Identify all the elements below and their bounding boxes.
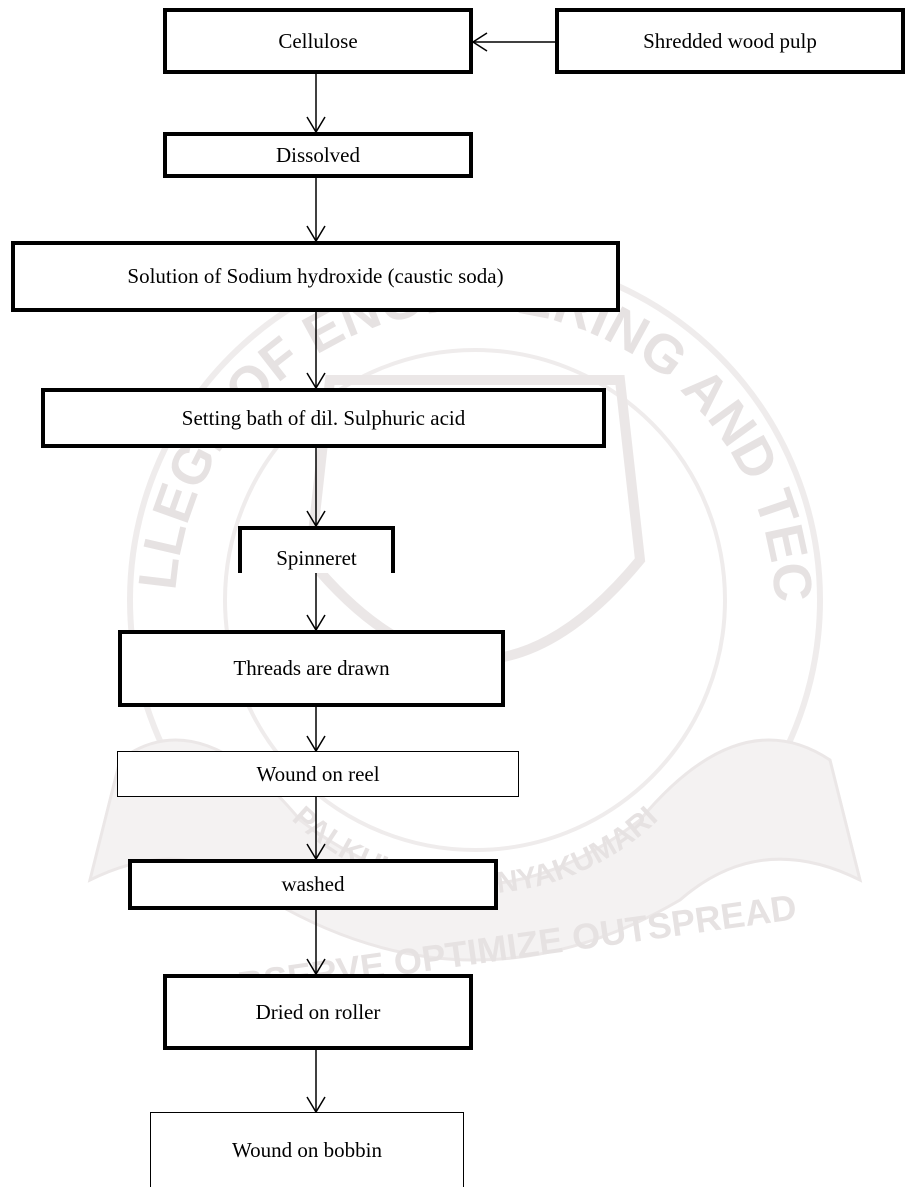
step-wound-on-bobbin: Wound on bobbin <box>150 1112 464 1187</box>
step-setting-bath: Setting bath of dil. Sulphuric acid <box>41 388 606 448</box>
step-washed: washed <box>128 859 498 910</box>
side-input-label: Shredded wood pulp <box>643 28 817 53</box>
side-input-box: Shredded wood pulp <box>555 8 905 74</box>
step-wound-on-reel: Wound on reel <box>117 751 519 797</box>
step-sodium-hydroxide-solution: Solution of Sodium hydroxide (caustic so… <box>11 241 620 312</box>
step-label: Threads are drawn <box>233 656 390 680</box>
step-label: Solution of Sodium hydroxide (caustic so… <box>127 264 504 288</box>
step-spinneret: Spinneret <box>238 526 395 573</box>
step-label: washed <box>281 872 345 896</box>
step-label: Dissolved <box>276 142 360 167</box>
step-label: Wound on bobbin <box>232 1137 382 1162</box>
step-threads-drawn: Threads are drawn <box>118 630 505 707</box>
step-cellulose: Cellulose <box>163 8 473 74</box>
step-label: Wound on reel <box>256 761 380 786</box>
step-label: Spinneret <box>276 546 357 570</box>
step-label: Setting bath of dil. Sulphuric acid <box>181 405 466 430</box>
step-label: Dried on roller <box>255 999 381 1024</box>
step-label: Cellulose <box>278 28 358 53</box>
step-dried-on-roller: Dried on roller <box>163 974 473 1050</box>
step-dissolved: Dissolved <box>163 132 473 178</box>
